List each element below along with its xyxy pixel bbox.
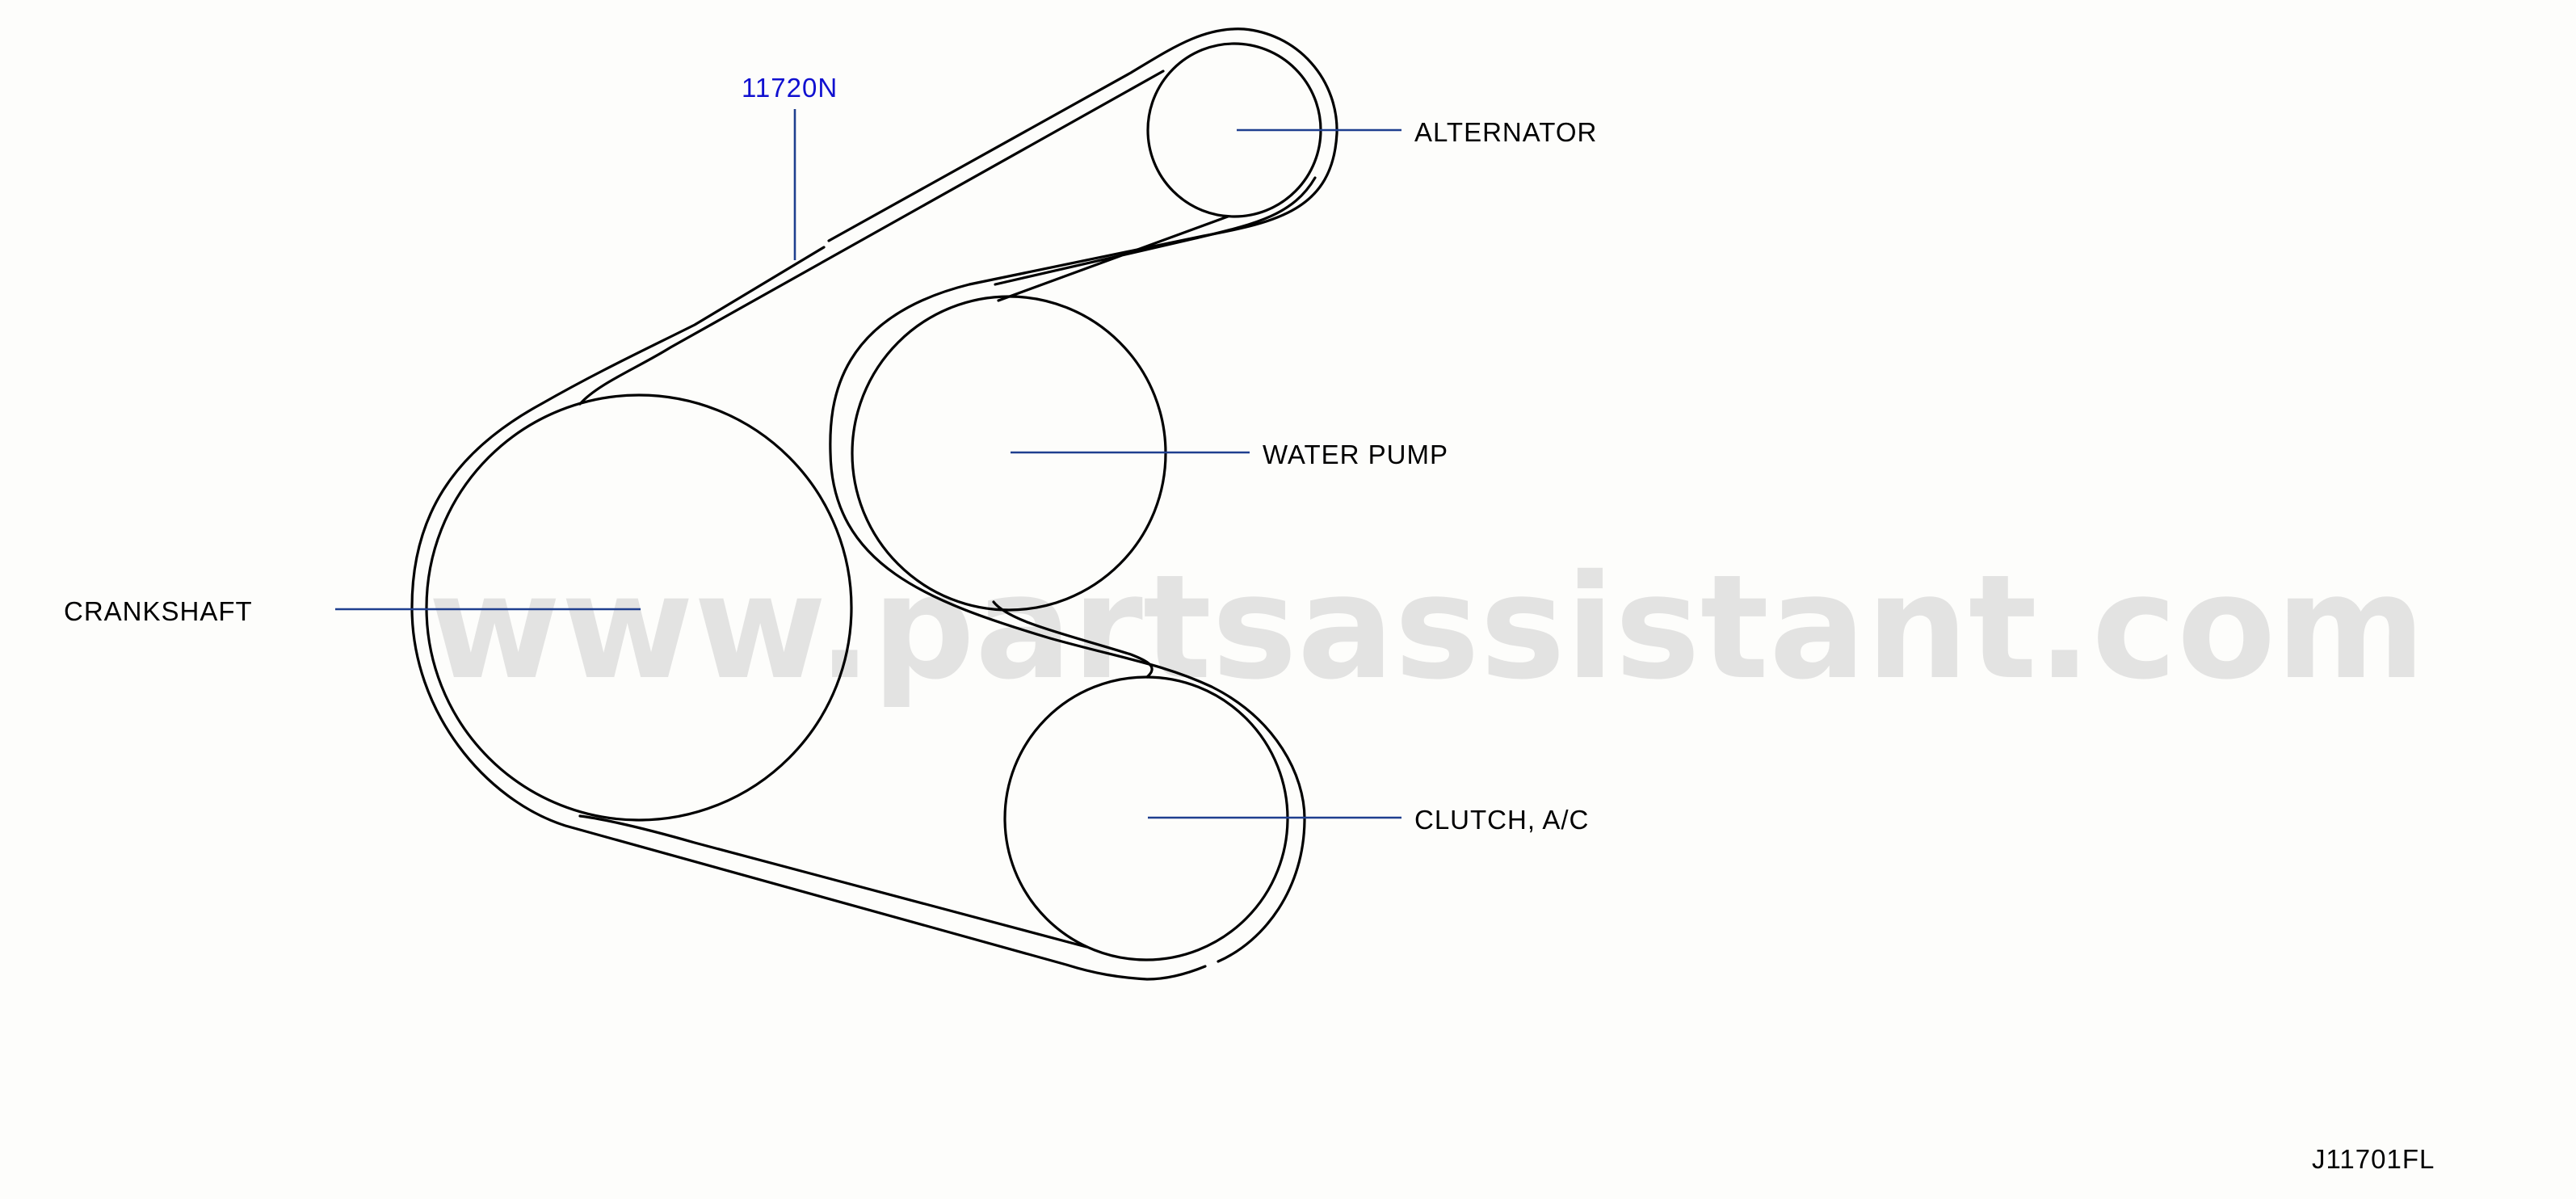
alternator-label: ALTERNATOR xyxy=(1414,117,1597,147)
water-pump-label: WATER PUMP xyxy=(1263,440,1448,469)
belt-outer-lower xyxy=(410,246,1207,981)
belt-inner-edge xyxy=(578,69,1317,949)
crankshaft-label: CRANKSHAFT xyxy=(64,596,253,626)
crankshaft-pulley xyxy=(425,393,853,822)
figure-id-label: J11701FL xyxy=(2312,1144,2435,1174)
belt-outer-edge xyxy=(827,27,1338,963)
clutch-ac-label: CLUTCH, A/C xyxy=(1414,805,1589,835)
part-number-label[interactable]: 11720N xyxy=(742,73,838,103)
watermark-text: www.partsassistant.com xyxy=(428,544,2426,711)
